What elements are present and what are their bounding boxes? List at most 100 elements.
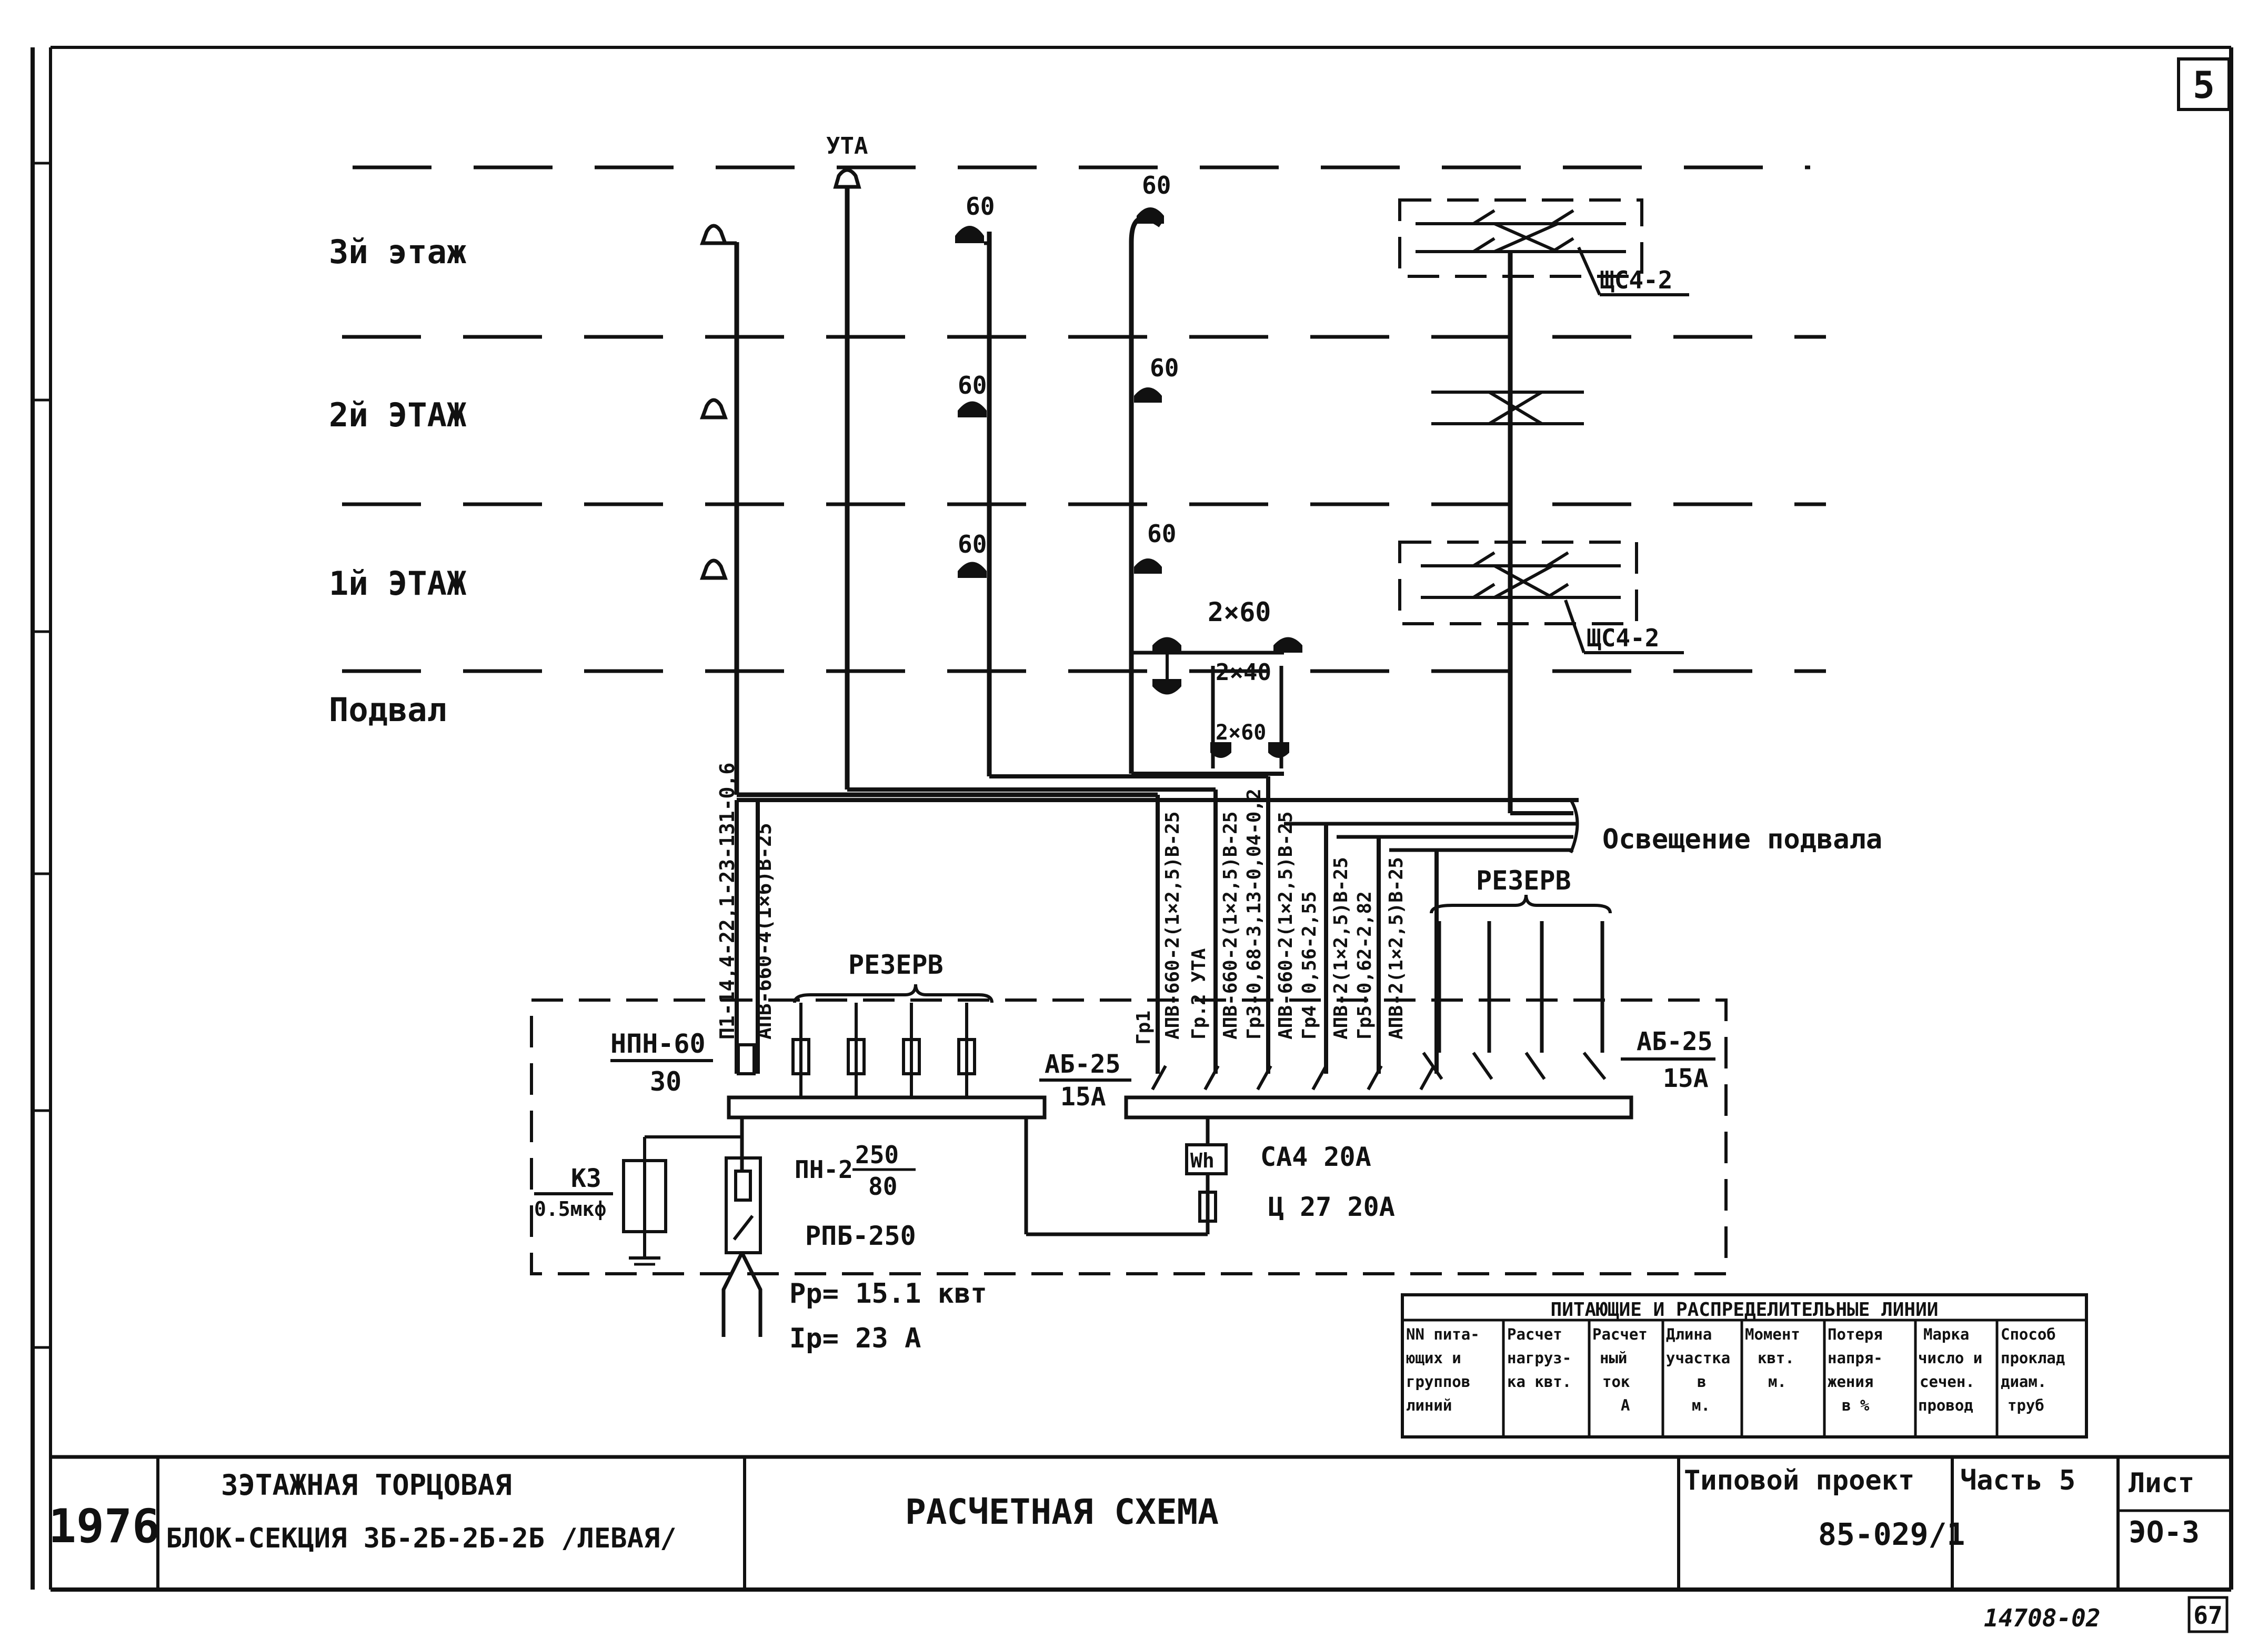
lamp-icon (1134, 387, 1162, 403)
table-header-cell: А (1621, 1396, 1630, 1414)
feeder-label: Гр3-0,68-3,13-0,04-0,2 (1243, 788, 1265, 1040)
rpb-label: РПБ-250 (805, 1221, 916, 1251)
table-header-cell: Расчет (1507, 1325, 1562, 1343)
ab25-right-label: АБ-25 (1637, 1027, 1713, 1056)
page-number: 67 (2193, 1601, 2222, 1630)
ab25-left-label: АБ-25 (1045, 1050, 1121, 1079)
title-block: 1976 3ЭТАЖНАЯ ТОРЦОВАЯ БЛОК-СЕКЦИЯ 3Б-2Б… (48, 1455, 2231, 1590)
lamp-column-a: 60 60 60 (955, 192, 995, 776)
uta-lamp-icon (833, 168, 861, 189)
year-text: 1976 (48, 1499, 160, 1553)
switchgear-enclosure (530, 998, 1728, 1275)
reserve-groups: РЕЗЕРВ РЕЗЕРВ (793, 865, 1612, 1053)
floor-label-1: 1й ЭТАЖ (329, 564, 466, 603)
table-header-cell: напря- (1828, 1349, 1883, 1367)
ab25-right-sub: 15А (1663, 1064, 1709, 1093)
table-header-cell: ток (1602, 1373, 1630, 1391)
table-header-cell: ный (1600, 1349, 1627, 1367)
ab25-left-sub: 15А (1060, 1082, 1106, 1112)
floor-lines (342, 165, 1826, 673)
lamp-icon (1137, 207, 1164, 224)
k3-label: К3 (571, 1164, 601, 1193)
table-header-cell: в (1697, 1373, 1706, 1391)
table-header-cell: диам. (2001, 1373, 2046, 1391)
floor-label-3: 3й этаж (329, 233, 466, 271)
building-line1: 3ЭТАЖНАЯ ТОРЦОВАЯ (221, 1469, 512, 1502)
lamp-60-label: 60 (958, 530, 987, 558)
meter: Wh СА4 20А Ц 27 20А (1024, 1117, 1395, 1236)
table-header-cell: участка (1666, 1349, 1730, 1367)
page-number-box (2187, 1596, 2229, 1633)
panel-shs-bottom-label: ЩС4-2 (1587, 624, 1659, 652)
fuse-row (737, 1003, 976, 1097)
lamp-icon (1268, 742, 1289, 758)
panel-box-bottom: ЩС4-2 (1398, 541, 1684, 654)
table-header-cell: проклад (2001, 1349, 2065, 1367)
sheet-number: 5 (2193, 64, 2215, 107)
table-header-cell: число и (1918, 1349, 1982, 1367)
panel-shs-top-label: ЩС4-2 (1600, 266, 1672, 294)
lamp-icon (1152, 637, 1181, 653)
two-by-40-label: 2×40 (1216, 659, 1271, 686)
feeder-bus-lines: Освещение подвала (737, 772, 1882, 855)
feeder-label: Гр5-0,62-2,82 (1354, 891, 1376, 1040)
capacitor-k3: К3 0.5мкф (534, 1135, 742, 1266)
basement-fixtures: 2×60 2×40 2×60 (1131, 597, 1302, 768)
ca4-label: СА4 20А (1260, 1142, 1371, 1172)
sheet-number-box: 5 (2177, 57, 2231, 111)
lamp-icon (1273, 637, 1302, 653)
project-label: Типовой проект (1684, 1465, 1914, 1496)
project-number: 85-029/1 (1818, 1516, 1965, 1552)
lamp-icon (1152, 679, 1181, 695)
table-header-cell: Потеря (1828, 1325, 1883, 1343)
reserve-right-label: РЕЗЕРВ (1476, 865, 1571, 896)
building-line2: БЛОК-СЕКЦИЯ 3Б-2Б-2Б-2Б /ЛЕВАЯ/ (166, 1523, 677, 1554)
lamp-icon (1134, 558, 1162, 574)
reserve-left-label: РЕЗЕРВ (848, 950, 944, 980)
two-by-60-label: 2×60 (1208, 597, 1271, 627)
archive-stamp: 14708-02 (1984, 1604, 2101, 1632)
table-header-cell: Момент (1745, 1325, 1800, 1343)
right-busbar (1124, 1095, 1633, 1120)
bell-lamp-icon (700, 398, 728, 420)
feeder-label: АПВ-660-2(1×2,5)В-25 (1162, 812, 1183, 1040)
feeder-label: Гр4 0,56-2,55 (1299, 891, 1320, 1040)
lamp-60-label: 60 (1150, 354, 1179, 382)
lamp-icon (958, 401, 987, 417)
table-header-cell: Длина (1666, 1325, 1712, 1343)
feeder-table: ПИТАЮЩИЕ И РАСПРЕДЕЛИТЕЛЬНЫЕ ЛИНИИ NN пи… (1401, 1293, 2088, 1439)
table-header-cell: жения (1828, 1373, 1873, 1391)
panel-box-top: ЩС4-2 (1398, 198, 1689, 296)
feeder-label: АПВ-660-4(1×6)В-25 (752, 823, 776, 1040)
design-current-label: Iр= 23 А (789, 1323, 921, 1354)
lamp-icon (955, 226, 984, 243)
table-header-cell: NN пита- (1406, 1325, 1480, 1343)
table-header-cell: ющих и (1406, 1349, 1461, 1367)
npn-label: НПН-60 (610, 1028, 706, 1059)
table-header-cell: группов (1406, 1373, 1470, 1391)
table-header-cell: квт. (1758, 1349, 1794, 1367)
pn2-bottom-label: 80 (868, 1172, 897, 1201)
floor-label-2: 2й ЭТАЖ (329, 396, 466, 434)
npn-sub-label: 30 (650, 1066, 681, 1097)
table-header-cell: Расчет (1592, 1325, 1648, 1343)
floor-labels: 3й этаж 2й ЭТАЖ 1й ЭТАЖ Подвал (329, 233, 466, 729)
feeder-label: АПВ-2(1×2,5)В-25 (1330, 857, 1352, 1040)
two-by-60b-label: 2×60 (1216, 721, 1266, 745)
feeder-labels: П1-14,4-22,1-23-131-0,6 АПВ-660-4(1×6)В-… (716, 763, 1407, 1045)
lamp-column-b: 60 60 60 (1129, 171, 1179, 774)
table-header-cell: нагруз- (1507, 1349, 1571, 1367)
table-header-cell: провод (1918, 1396, 1973, 1414)
lamp-60-label: 60 (1142, 171, 1171, 199)
table-title: ПИТАЮЩИЕ И РАСПРЕДЕЛИТЕЛЬНЫЕ ЛИНИИ (1551, 1299, 1939, 1321)
floor-label-basement: Подвал (329, 691, 447, 729)
sheet-code: ЭО-3 (2129, 1515, 2200, 1550)
bell-lamp-icon (700, 558, 728, 580)
sheet-label: Лист (2129, 1467, 2194, 1499)
feeder-label: АПВ-660-2(1×2,5)В-25 (1220, 812, 1241, 1040)
feeder-label: Гр.2 УТА (1188, 948, 1210, 1040)
lamp-icon (958, 562, 987, 578)
panel-second-floor (1431, 391, 1584, 425)
table-header-cell: Марка (1923, 1325, 1969, 1343)
